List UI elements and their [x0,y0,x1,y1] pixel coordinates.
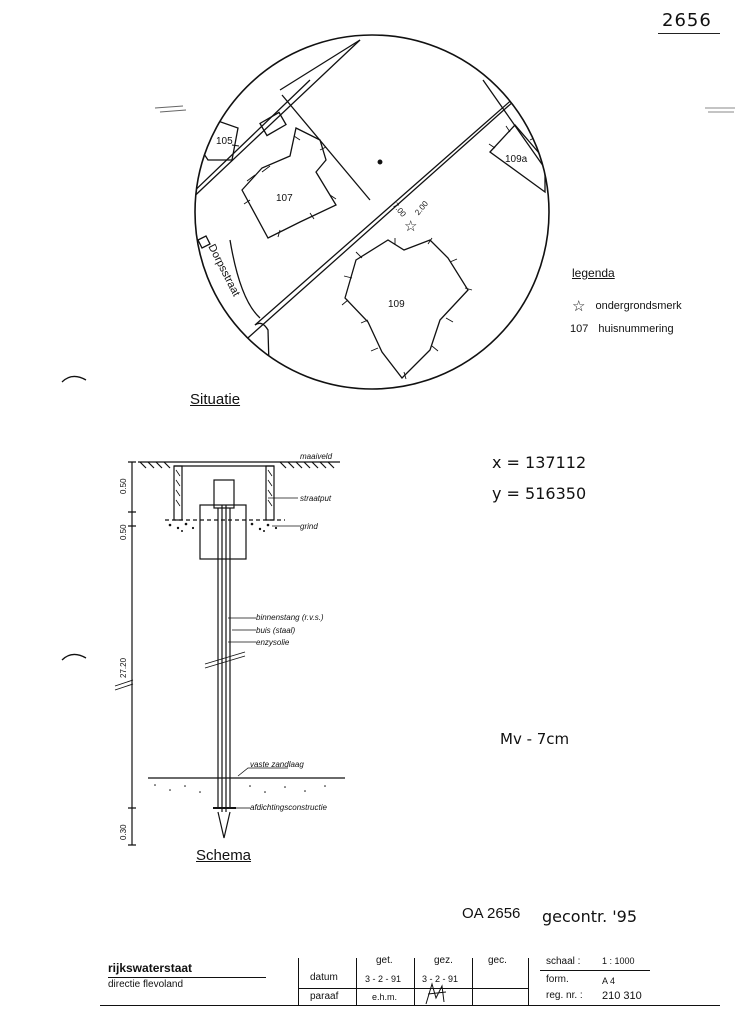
road-edge-4 [254,74,541,326]
get-date: 3 - 2 - 91 [365,974,402,984]
reg-value: 210 310 [602,990,642,1002]
schaal-value: 1 : 1000 [602,956,635,966]
schema-title: Schema [196,847,252,864]
street-curve [229,239,261,319]
gez-date: 3 - 2 - 91 [422,974,459,984]
road-edge-2 [195,39,361,206]
curb-mark [197,235,211,249]
pipe-tip [217,811,231,839]
house-label-109a: 109a [505,154,528,165]
legend-label-marker: ondergrondsmerk [595,300,682,312]
oa-code: OA 2656 [462,905,521,922]
label-straatput: straatput [300,494,332,503]
label-binnenstang: binnenstang (r.v.s.) [256,613,324,622]
schema-diagram: 0.50 0.50 27.20 0.30 maaiveld straatput … [114,452,345,846]
division-name: directie flevoland [108,979,184,990]
coordinate-x: x = 137112 [492,453,587,472]
ondergrondsmerk-marker: ☆ [404,218,417,235]
org-underline [108,977,266,978]
sheet-number: 2656 [662,10,712,31]
road-edge-1 [195,79,311,201]
house-label-109: 109 [388,299,405,310]
mv-note: Mv - 7cm [500,730,570,748]
dim-label-3: 27.20 [119,657,128,678]
reg-label: reg. nr. : [546,990,583,1001]
dim-label-4: 0.30 [119,824,128,840]
shed [259,111,287,137]
coordinate-y: y = 516350 [492,484,587,503]
survey-point [377,159,383,165]
label-grind: grind [300,522,318,531]
org-name: rijkswaterstaat [108,961,193,975]
property-line-4 [254,322,271,389]
label-enzysolie: enzysolie [256,638,290,647]
signature-mark [425,982,447,1005]
label-buis: buis (staal) [256,626,295,635]
label-maaiveld: maaiveld [300,452,333,461]
legend-label-housenumber: huisnummering [598,323,674,335]
col-gec: gec. [488,955,507,966]
schaal-label: schaal : [546,956,581,967]
col-gez: gez. [434,955,453,966]
situation-title: Situatie [190,391,241,408]
form-label: form. [546,974,569,985]
situation-map: ☆ 105 107 109 109a 7.00 2.00 Dorpsstraat [194,34,550,390]
legend-item-marker: ☆ ondergrondsmerk [572,297,682,315]
form-value: A 4 [602,976,616,986]
legend-title: legenda [572,266,615,280]
house-label-105: 105 [216,136,233,147]
ground-hatch [139,461,335,469]
map-circle [194,34,550,390]
top-cap [213,479,235,509]
house-109 [344,239,469,379]
label-zandlaag: vaste zandlaag [250,760,304,769]
legend-symbol-housenumber: 107 [570,323,589,335]
star-icon: ☆ [572,298,586,315]
dim-label-top: 0.50 [119,478,128,494]
house-label-107: 107 [276,193,293,204]
legend-item-housenumber: 107 huisnummering [570,323,674,335]
road-edge-3 [239,59,549,346]
dim-label-2: 0.50 [119,524,128,540]
col-get: get. [376,955,393,966]
sheet-number-underline [658,33,720,34]
row-datum: datum [310,972,338,983]
label-afdichting: afdichtingsconstructie [250,803,327,812]
title-block: rijkswaterstaat directie flevoland datum… [100,950,720,1010]
property-line-2 [279,39,361,91]
head-block [199,504,247,560]
row-paraaf: paraaf [310,991,339,1002]
get-paraaf: e.h.m. [372,992,398,1002]
control-note: gecontr. '95 [542,907,638,926]
house-107 [241,127,337,239]
